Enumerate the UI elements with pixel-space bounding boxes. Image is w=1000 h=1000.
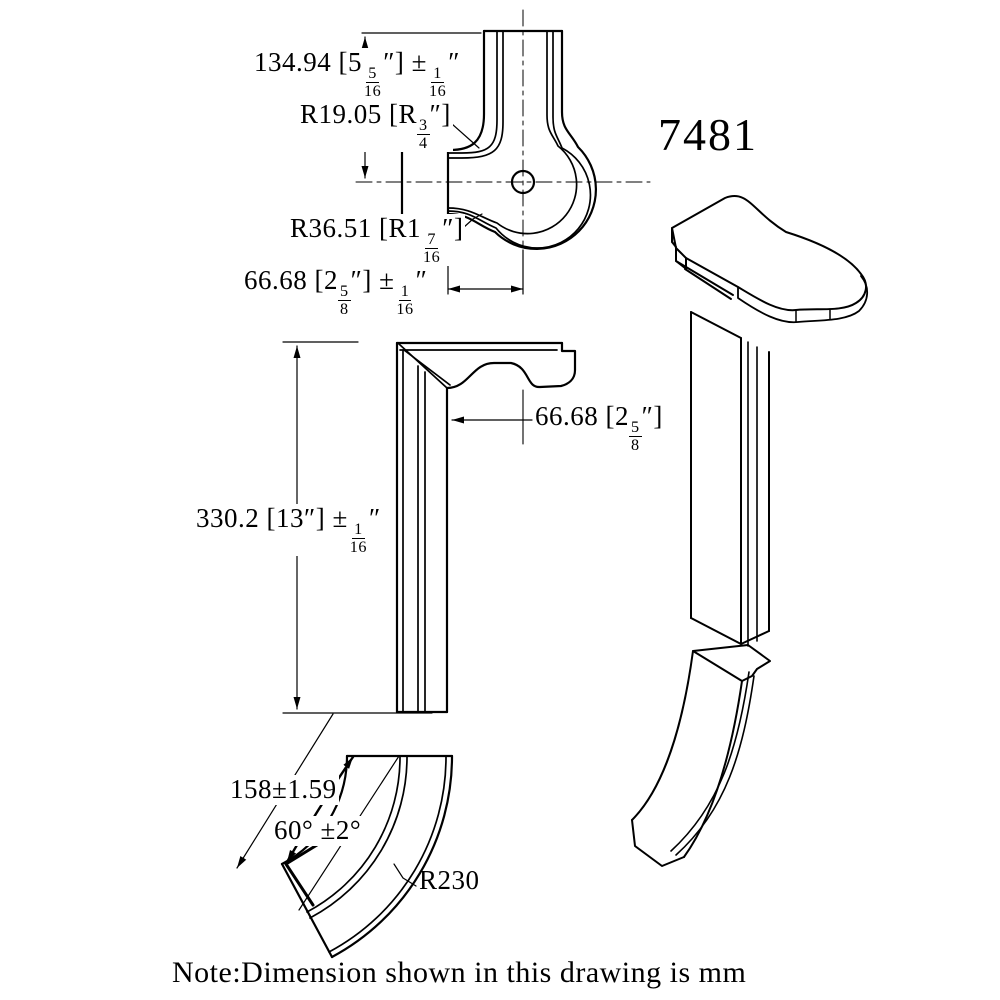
dim-label-arc-length: 158±1.59: [228, 774, 339, 805]
drawing-note: Note:Dimension shown in this drawing is …: [172, 956, 747, 989]
top-view-drawing: [355, 9, 651, 295]
dim-label-bend-radius: R230: [419, 865, 480, 895]
front-view-drawing: [282, 341, 577, 714]
dim-label-bend-angle: 60° ±2°: [272, 815, 364, 846]
iso-view-post: [671, 195, 869, 647]
iso-view-curve: [631, 644, 771, 867]
part-number: 7481: [658, 109, 758, 160]
